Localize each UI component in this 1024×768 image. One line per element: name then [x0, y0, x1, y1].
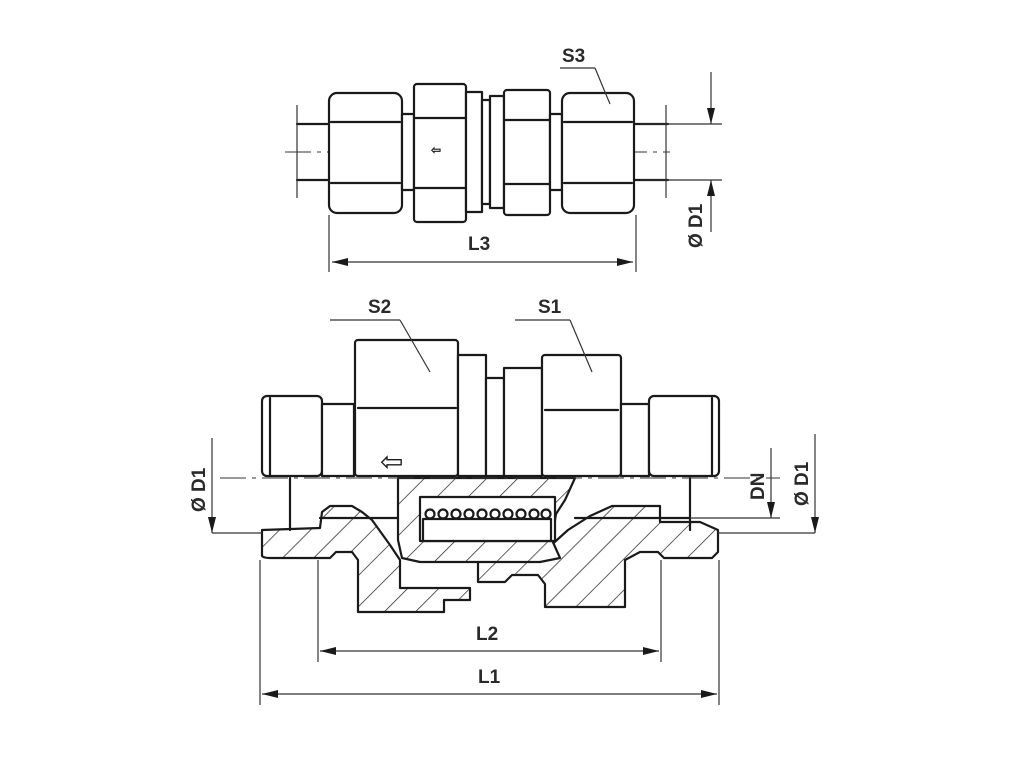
label-l2: L2	[476, 624, 498, 645]
body-section-left	[260, 504, 472, 614]
label-l1: L1	[478, 667, 501, 688]
body-section-right	[476, 504, 720, 609]
label-l3: L3	[468, 234, 490, 255]
exterior-view: ⇦ S3 L3	[285, 46, 722, 272]
label-d1-top: Ø D1	[686, 203, 707, 248]
label-d1-left: Ø D1	[189, 467, 210, 512]
right-compression-nut	[560, 91, 636, 215]
label-s1: S1	[538, 297, 562, 318]
s1-hex	[540, 353, 623, 478]
section-view: ⇦ S2 S1	[189, 297, 819, 705]
label-s3: S3	[562, 46, 585, 67]
right-stud-end	[647, 394, 721, 478]
flow-direction-arrow-icon: ⇦	[380, 446, 403, 477]
label-dn: DN	[748, 473, 769, 500]
left-compression-nut	[327, 91, 404, 215]
left-stud-end	[260, 394, 356, 478]
s2-hex	[353, 338, 460, 478]
body-hex-left: ⇦	[412, 82, 468, 224]
label-d1-right: Ø D1	[792, 461, 813, 506]
body-hex-right	[502, 88, 552, 217]
label-s2: S2	[368, 297, 391, 318]
flow-arrow-icon: ⇦	[430, 143, 441, 157]
